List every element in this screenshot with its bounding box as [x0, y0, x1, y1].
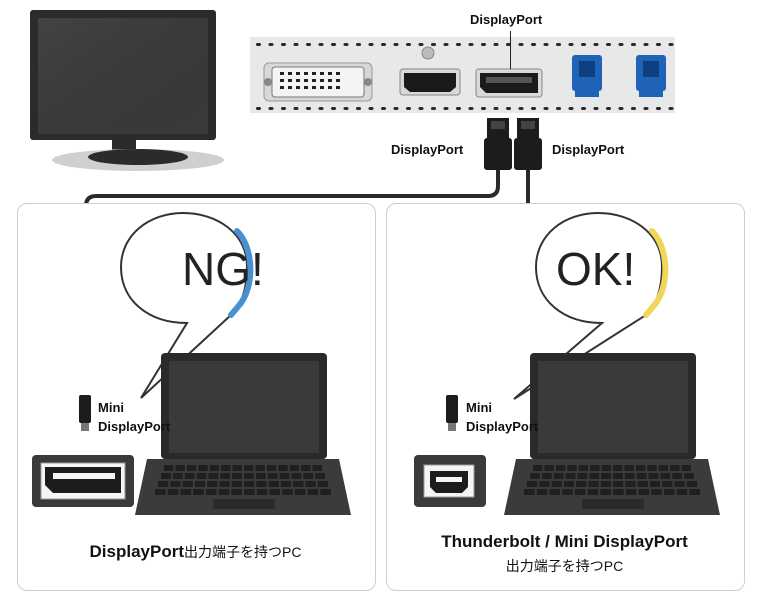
speech-bubble-icon — [119, 211, 254, 399]
usb-port-icon — [572, 55, 602, 97]
laptop-icon — [504, 353, 720, 515]
ok-plug-label-line2: DisplayPort — [466, 419, 539, 434]
mini-displayport-plug-icon — [79, 395, 91, 431]
port-callout-label: DisplayPort — [470, 12, 543, 27]
ok-plug-label-line1: Mini — [466, 400, 492, 415]
dvi-port-icon — [263, 62, 373, 102]
hdmi-port-icon — [399, 68, 461, 96]
monitor-illustration — [28, 8, 224, 171]
displayport-plug-icon — [484, 118, 512, 170]
usb-port-icon — [636, 55, 666, 97]
ng-caption-rest: 出力端子を持つPC — [184, 544, 302, 560]
ok-panel-graphics — [414, 211, 720, 515]
callout-line — [510, 31, 511, 69]
rear-panel-graphic — [250, 37, 675, 113]
ng-caption-bold: DisplayPort — [89, 542, 185, 561]
plug-label-left: DisplayPort — [391, 142, 464, 157]
ng-bubble-text: NG! — [182, 243, 264, 295]
ng-caption: DisplayPort出力端子を持つPC — [17, 542, 374, 562]
ok-caption-line2: 出力端子を持つPC — [505, 558, 624, 574]
ok-caption-line1: Thunderbolt / Mini DisplayPort — [441, 532, 688, 551]
speech-bubble-icon — [513, 211, 669, 400]
ok-bubble-text: OK! — [556, 243, 636, 295]
laptop-icon — [135, 353, 351, 515]
displayport-plug-icon — [514, 118, 542, 170]
mini-displayport-port-icon — [414, 455, 486, 507]
ng-plug-label-line1: Mini — [98, 400, 124, 415]
displayport-port-icon — [32, 455, 134, 507]
monitor-icon — [30, 10, 224, 171]
mini-displayport-plug-icon — [446, 395, 458, 431]
ng-plug-label-line2: DisplayPort — [98, 419, 171, 434]
plug-label-right: DisplayPort — [552, 142, 625, 157]
monitor-rear-panel — [250, 37, 675, 113]
ng-panel-graphics — [32, 211, 351, 515]
displayport-port-icon — [475, 68, 543, 98]
